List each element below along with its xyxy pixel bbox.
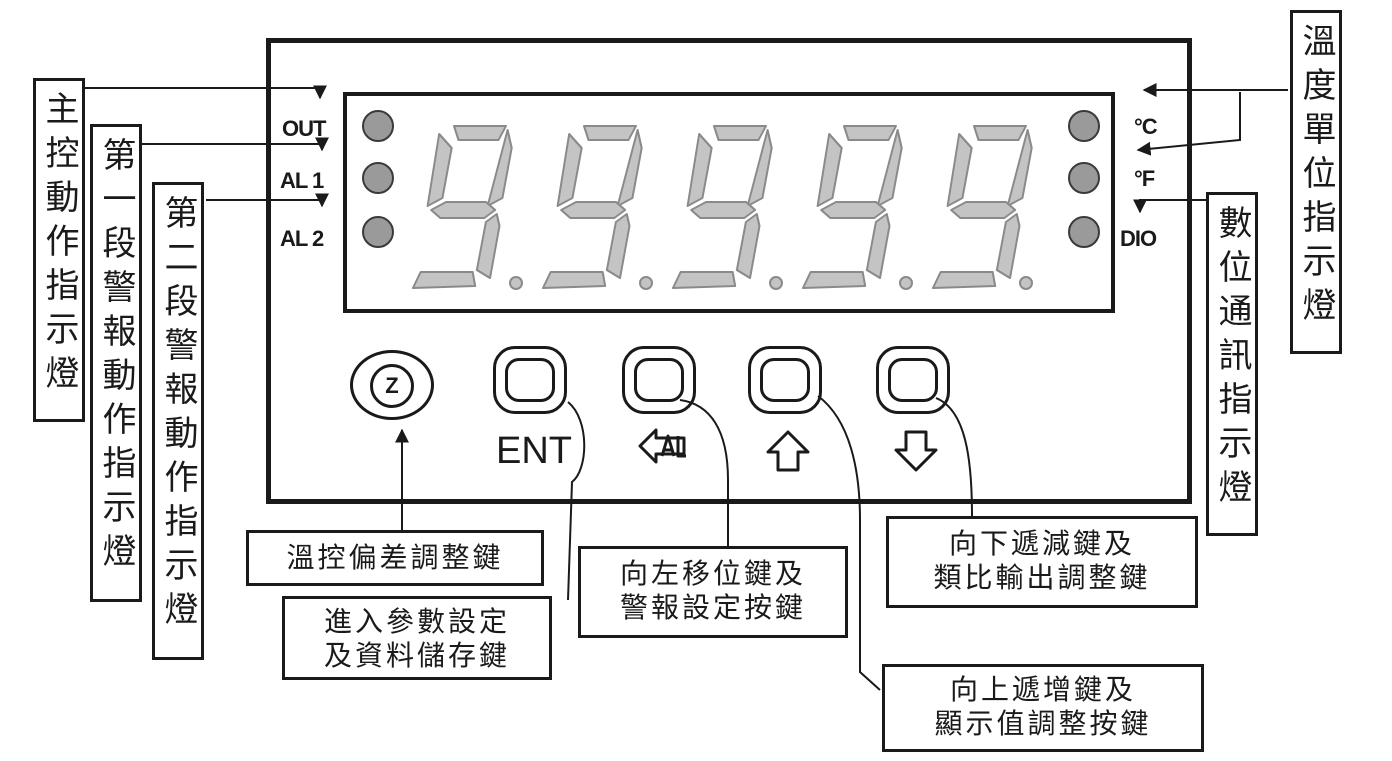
enter-key-leader (567, 401, 586, 601)
down-arrow-icon (894, 430, 938, 472)
dio-label: DIO (1120, 226, 1157, 251)
decimal-point-1 (509, 276, 523, 290)
digital-comm-leader (1133, 199, 1206, 214)
celsius-label: °C (1134, 114, 1158, 139)
decimal-point-2 (639, 276, 653, 290)
down-key-callout-line-1: 向下遞減鍵及 (948, 527, 1135, 560)
offset-key-callout: 溫控偏差調整鍵 (246, 530, 544, 586)
fahrenheit-indicator-lamp (1068, 162, 1100, 194)
offset-key-callout-text: 溫控偏差調整鍵 (286, 541, 504, 574)
up-key-callout: 向上遞增鍵及 顯示值調整按鍵 (882, 664, 1204, 752)
al1-label: AL 1 (280, 168, 324, 193)
z-key-label: Z (370, 364, 414, 408)
down-key[interactable] (876, 346, 950, 414)
out-label: OUT (282, 116, 326, 141)
alarm1-leader (142, 137, 329, 152)
al2-indicator-lamp (362, 216, 394, 248)
decimal-point-4 (899, 276, 913, 290)
al1-indicator-lamp (362, 162, 394, 194)
temp-unit-callout-text: 溫度單位指示燈 (1296, 23, 1336, 331)
alarm2-callout-text: 第二段警報動作指示燈 (158, 195, 198, 635)
fahrenheit-label: °F (1134, 166, 1155, 191)
digital-comm-callout-text: 數位通訊指示燈 (1212, 205, 1252, 513)
out-indicator-lamp (362, 110, 394, 142)
decimal-point-5 (1019, 276, 1033, 290)
main-control-callout: 主控動作指示燈 (33, 78, 85, 422)
up-arrow-icon (766, 430, 810, 472)
left-arrow-al-icon (638, 428, 686, 464)
alarm2-callout: 第二段警報動作指示燈 (152, 182, 204, 660)
left-key-callout-line-2: 警報設定按鍵 (619, 591, 806, 624)
offset-adjust-key[interactable]: Z (350, 350, 434, 420)
temp-unit-fahrenheit-leader (1136, 92, 1241, 156)
up-key[interactable] (748, 346, 822, 414)
dio-indicator-lamp (1068, 216, 1100, 248)
enter-key-callout-line-1: 進入參數設定 (323, 605, 510, 638)
left-key-leader (679, 399, 729, 546)
left-key-callout-line-1: 向左移位鍵及 (619, 557, 806, 590)
alarm1-callout-text: 第一段警報動作指示燈 (96, 137, 136, 577)
main-control-callout-text: 主控動作指示燈 (39, 91, 79, 399)
left-key-callout: 向左移位鍵及 警報設定按鍵 (578, 546, 848, 638)
down-key-leader (935, 397, 973, 517)
alarm1-callout: 第一段警報動作指示燈 (90, 124, 142, 602)
up-key-callout-line-1: 向上遞增鍵及 (949, 673, 1136, 706)
alarm2-leader (206, 193, 329, 208)
down-key-callout-line-2: 類比輸出調整鍵 (933, 561, 1151, 594)
ent-key[interactable] (493, 346, 567, 414)
celsius-indicator-lamp (1068, 110, 1100, 142)
main-control-leader (84, 85, 327, 100)
temp-unit-callout: 溫度單位指示燈 (1290, 10, 1342, 354)
up-key-leader (817, 395, 881, 691)
enter-key-callout-line-2: 及資料儲存鍵 (323, 639, 510, 672)
ent-key-label: ENT (496, 430, 572, 472)
al2-label: AL 2 (280, 226, 324, 251)
decimal-point-3 (769, 276, 783, 290)
left-shift-key[interactable] (622, 346, 696, 414)
up-key-callout-line-2: 顯示值調整按鍵 (934, 707, 1152, 740)
enter-key-callout: 進入參數設定 及資料儲存鍵 (282, 596, 552, 680)
down-key-callout: 向下遞減鍵及 類比輸出調整鍵 (886, 516, 1198, 608)
digital-comm-callout: 數位通訊指示燈 (1206, 192, 1258, 536)
